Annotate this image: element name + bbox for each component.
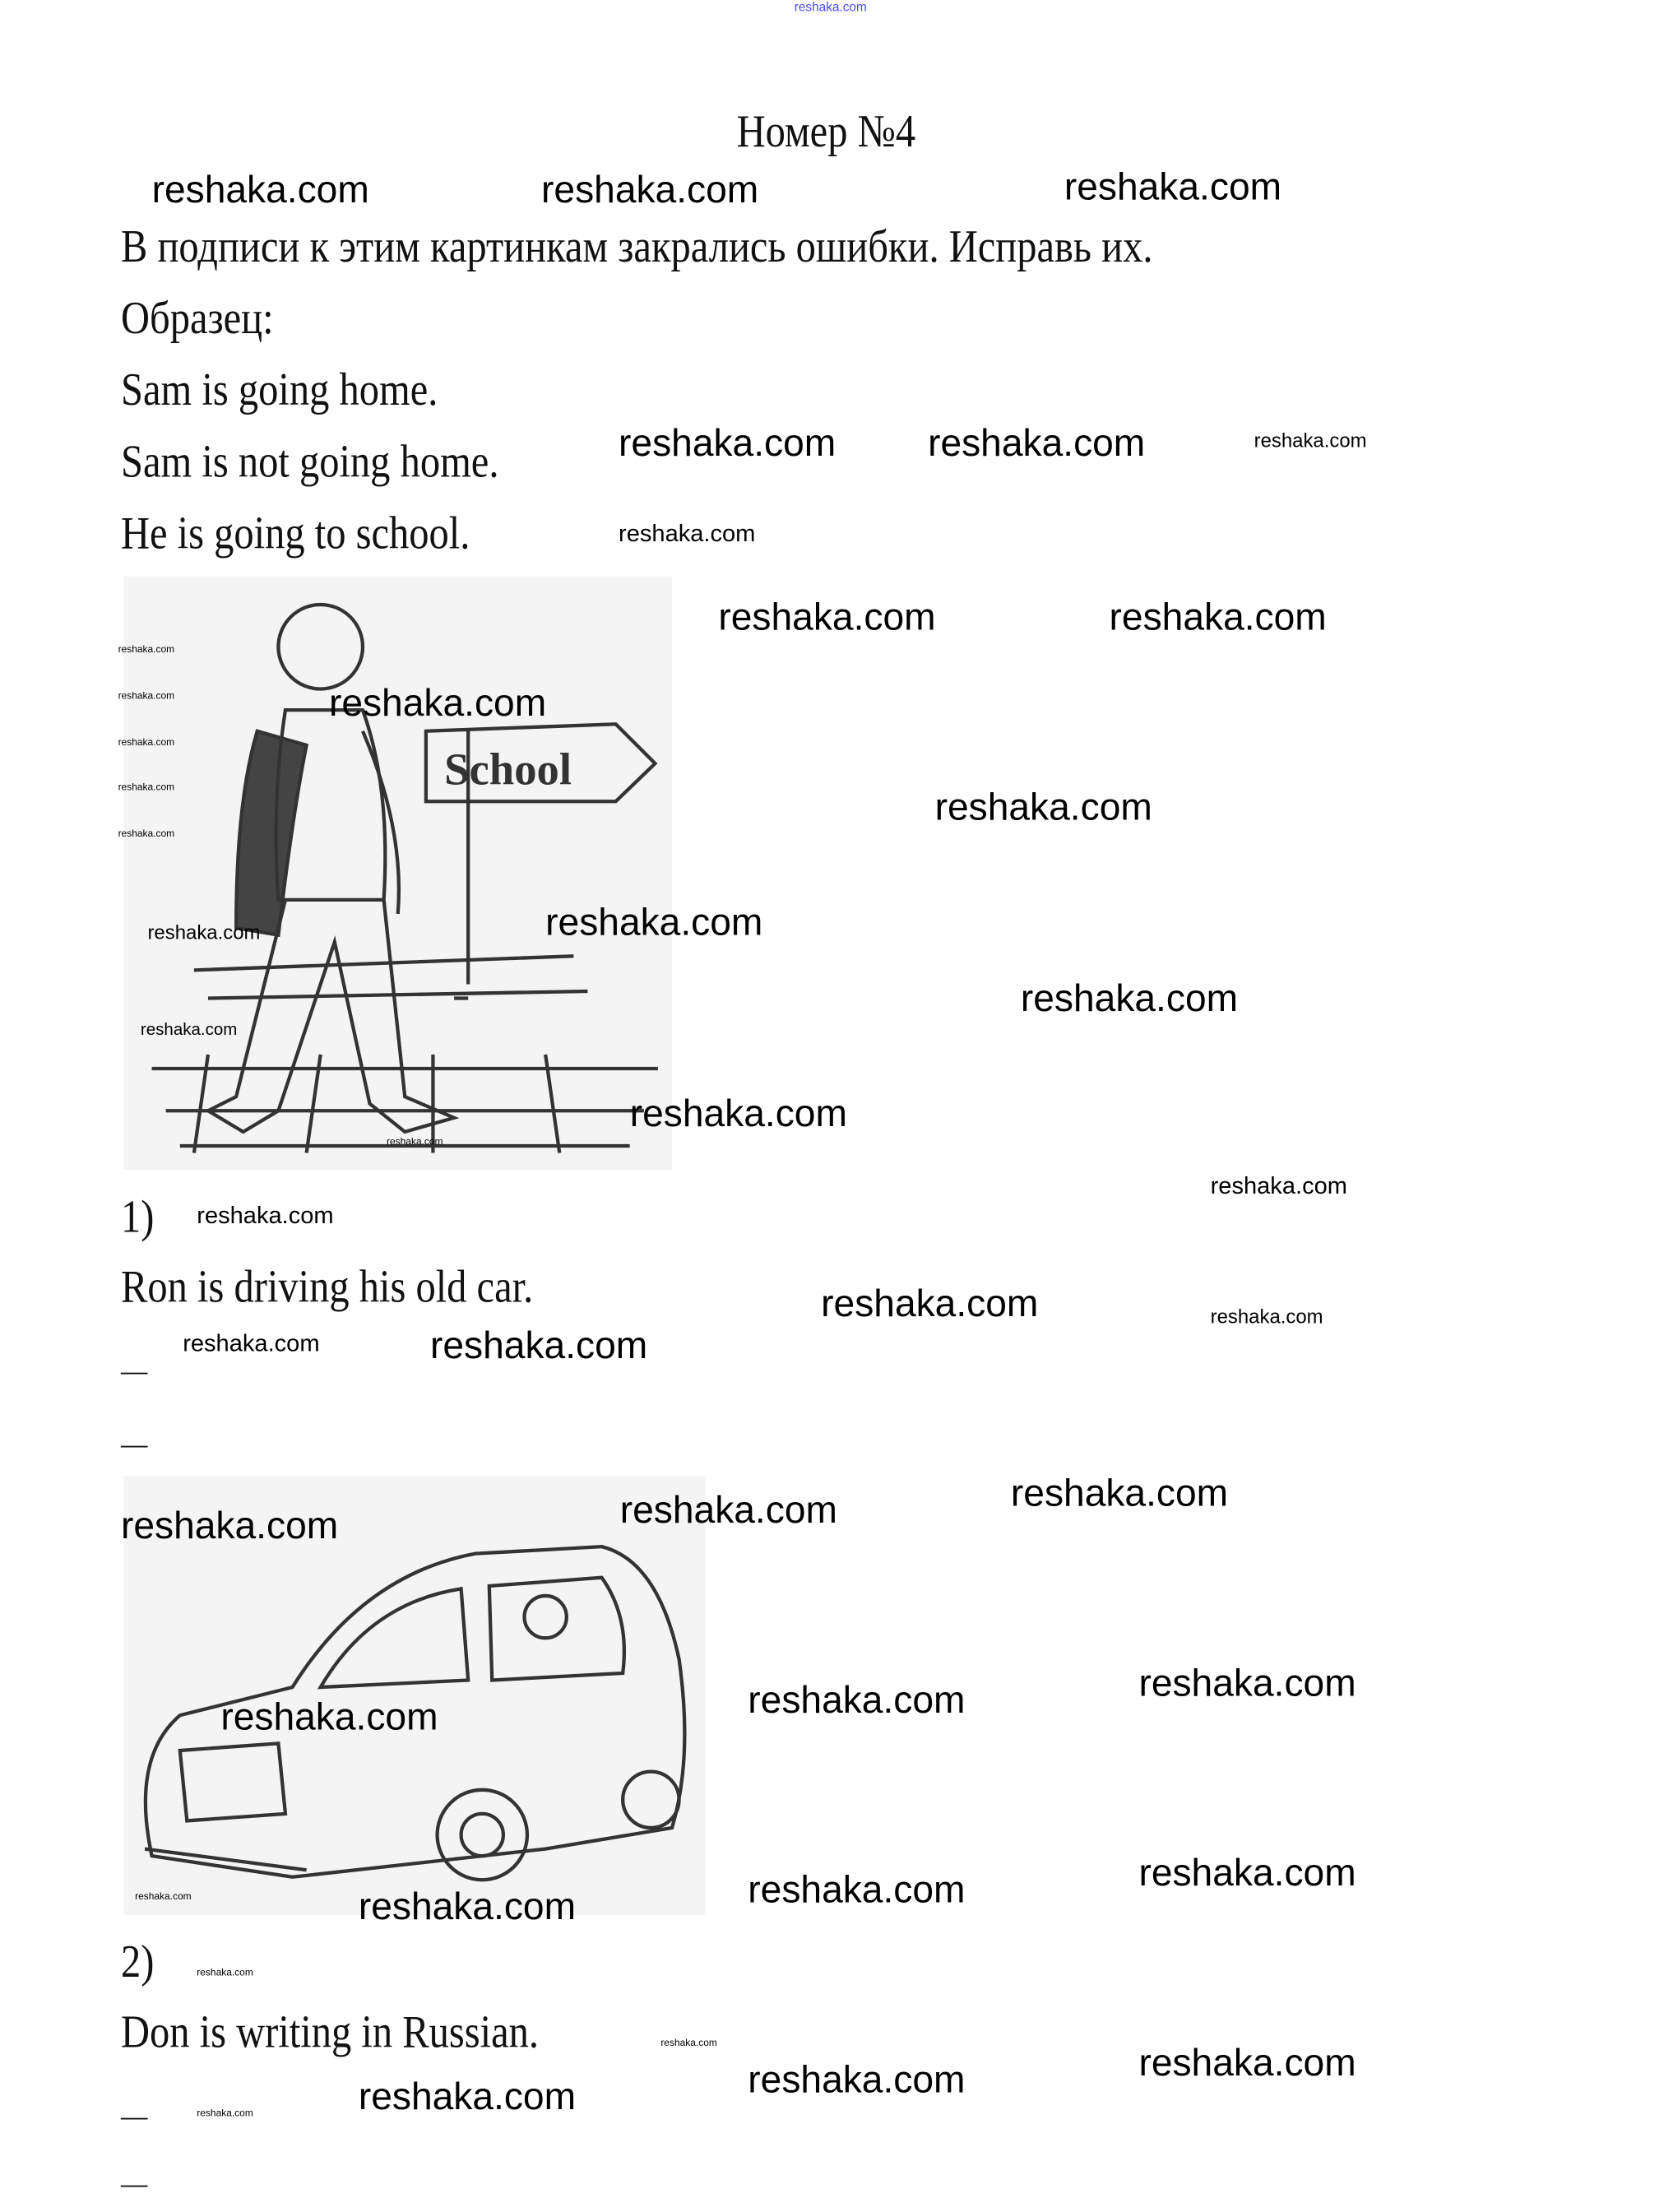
item-2-answer-line[interactable]: — bbox=[120, 2098, 148, 2133]
watermark: reshaka.com bbox=[934, 786, 1152, 828]
watermark: reshaka.com bbox=[821, 1282, 1039, 1325]
watermark: reshaka.com bbox=[328, 681, 547, 725]
sample-line: He is going to school. bbox=[120, 508, 470, 560]
watermark: reshaka.com bbox=[197, 1202, 334, 1229]
watermark: reshaka.com bbox=[629, 1092, 847, 1135]
watermark: reshaka.com bbox=[619, 520, 756, 547]
man-driving-car-illustration bbox=[123, 1476, 707, 1915]
watermark: reshaka.com bbox=[387, 1137, 443, 1148]
header-watermark: reshaka.com bbox=[794, 0, 867, 15]
item-2-answer-line[interactable]: — bbox=[120, 2165, 148, 2200]
watermark: reshaka.com bbox=[1210, 1172, 1347, 1199]
watermark: reshaka.com bbox=[748, 2058, 966, 2101]
watermark: reshaka.com bbox=[1109, 596, 1327, 638]
item-1-sentence: Ron is driving his old car. bbox=[120, 1262, 534, 1314]
watermark: reshaka.com bbox=[928, 421, 1146, 465]
watermark: reshaka.com bbox=[1020, 976, 1239, 1020]
watermark: reshaka.com bbox=[748, 1678, 966, 1722]
watermark: reshaka.com bbox=[118, 829, 175, 840]
item-1-number: 1) bbox=[120, 1192, 155, 1243]
watermark: reshaka.com bbox=[140, 1019, 238, 1040]
item-2-number: 2) bbox=[120, 1937, 155, 1988]
school-sign-text: School bbox=[444, 744, 572, 795]
watermark: reshaka.com bbox=[430, 1324, 648, 1367]
watermark: reshaka.com bbox=[619, 421, 836, 465]
watermark: reshaka.com bbox=[151, 169, 369, 211]
page-title: Номер №4 bbox=[736, 106, 916, 158]
watermark: reshaka.com bbox=[1138, 1852, 1356, 1894]
watermark: reshaka.com bbox=[197, 2108, 253, 2119]
watermark: reshaka.com bbox=[147, 921, 261, 944]
watermark: reshaka.com bbox=[358, 1885, 577, 1928]
watermark: reshaka.com bbox=[1138, 1662, 1356, 1704]
watermark: reshaka.com bbox=[135, 1892, 192, 1903]
sample-label: Образец: bbox=[120, 294, 274, 345]
instruction: В подписи к этим картинкам закрались оши… bbox=[120, 222, 1153, 273]
watermark: reshaka.com bbox=[545, 901, 763, 944]
watermark: reshaka.com bbox=[748, 1868, 966, 1911]
watermark: reshaka.com bbox=[220, 1695, 438, 1738]
watermark: reshaka.com bbox=[1064, 165, 1282, 208]
watermark: reshaka.com bbox=[718, 596, 936, 638]
item-2-sentence: Don is writing in Russian. bbox=[120, 2007, 540, 2059]
item-1-answer-line[interactable]: — bbox=[120, 1426, 148, 1461]
watermark: reshaka.com bbox=[660, 2038, 717, 2049]
watermark: reshaka.com bbox=[118, 691, 175, 702]
watermark: reshaka.com bbox=[358, 2075, 577, 2118]
watermark: reshaka.com bbox=[118, 645, 175, 656]
sample-line: Sam is not going home. bbox=[120, 437, 499, 489]
item-1-answer-line[interactable]: — bbox=[120, 1352, 148, 1388]
watermark: reshaka.com bbox=[118, 783, 175, 793]
boy-walking-to-school-illustration: School bbox=[123, 576, 672, 1171]
watermark: reshaka.com bbox=[541, 169, 759, 211]
watermark: reshaka.com bbox=[120, 1504, 339, 1547]
watermark: reshaka.com bbox=[1010, 1472, 1229, 1514]
watermark: reshaka.com bbox=[118, 738, 175, 749]
watermark: reshaka.com bbox=[1254, 429, 1367, 452]
watermark: reshaka.com bbox=[197, 1968, 253, 1978]
sample-line: Sam is going home. bbox=[120, 365, 438, 416]
watermark: reshaka.com bbox=[1210, 1305, 1323, 1328]
watermark: reshaka.com bbox=[1138, 2041, 1356, 2084]
watermark: reshaka.com bbox=[619, 1489, 837, 1532]
watermark: reshaka.com bbox=[183, 1329, 320, 1357]
